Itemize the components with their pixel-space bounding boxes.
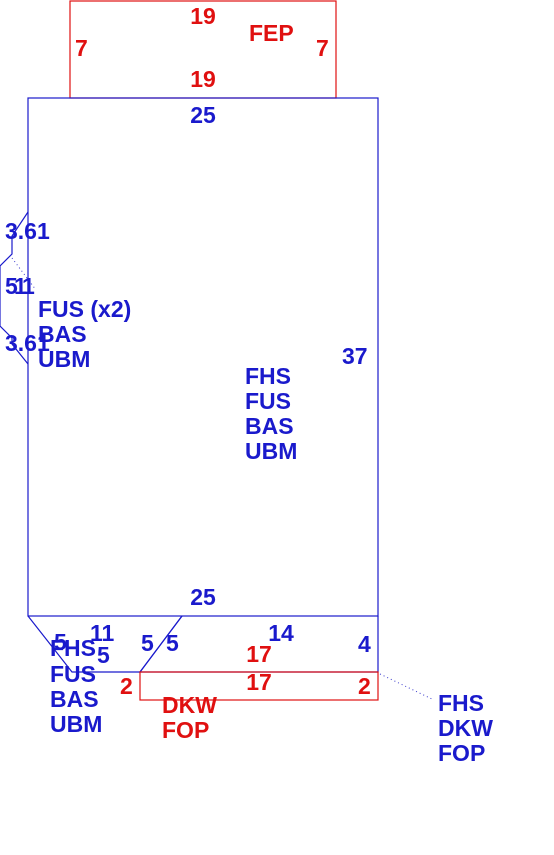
left-piece-outline [0,211,29,365]
callout-label-2: DKW [438,715,493,741]
main-label-2: FUS [245,388,291,414]
main-label-1: FHS [245,363,291,389]
red-strip-label-2: FOP [162,717,209,743]
left-dim-bottom: 3.61 [5,330,50,356]
callout-label-1: FHS [438,690,484,716]
left-label-1: FUS (x2) [38,296,131,322]
lower-left-label-3: BAS [50,686,99,712]
main-dim-right: 37 [342,343,368,369]
lower-right-dim-top: 14 [268,620,294,646]
red-strip-label-1: DKW [162,692,217,718]
left-dim-mid-c: 1 [22,273,35,299]
main-panel-outline [27,97,379,617]
lower-left-dim-3: 5 [141,630,154,656]
main-dim-top: 25 [190,102,216,128]
red-strip-dim-right: 2 [358,673,371,699]
callout-leader [379,673,435,701]
fep-label: FEP [249,20,294,46]
fep-dim-left: 7 [75,35,88,61]
callout-label-3: FOP [438,740,485,766]
lower-left-dim-1: 5 [54,629,67,655]
left-label-2: BAS [38,321,87,347]
fep-dim-top: 19 [190,3,216,29]
left-piece-leader [11,257,37,291]
lower-left-dim-2: 11 [90,620,115,646]
main-dim-bottom: 25 [190,584,216,610]
lower-left-label-4: UBM [50,711,102,737]
fep-dim-right: 7 [316,35,329,61]
red-strip-dim-top: 17 [246,641,272,667]
left-label-3: UBM [38,346,90,372]
fep-dim-bottom: 19 [190,66,216,92]
lower-left-label-2: FUS [50,661,96,687]
red-strip-dim-bottom: 17 [246,669,272,695]
red-strip-dim-left: 2 [120,673,133,699]
main-label-4: UBM [245,438,297,464]
lower-left-label-1: FHS [50,635,96,661]
lower-left-dim-5: 5 [97,642,110,668]
left-dim-mid-a: 5 [5,273,18,299]
red-strip-outline [139,671,379,701]
lower-left-dim-4: 5 [166,630,179,656]
left-dim-top: 3.61 [5,218,50,244]
left-dim-mid-b: 1 [14,273,27,299]
lower-right-dim-right: 4 [358,631,371,657]
main-label-3: BAS [245,413,294,439]
